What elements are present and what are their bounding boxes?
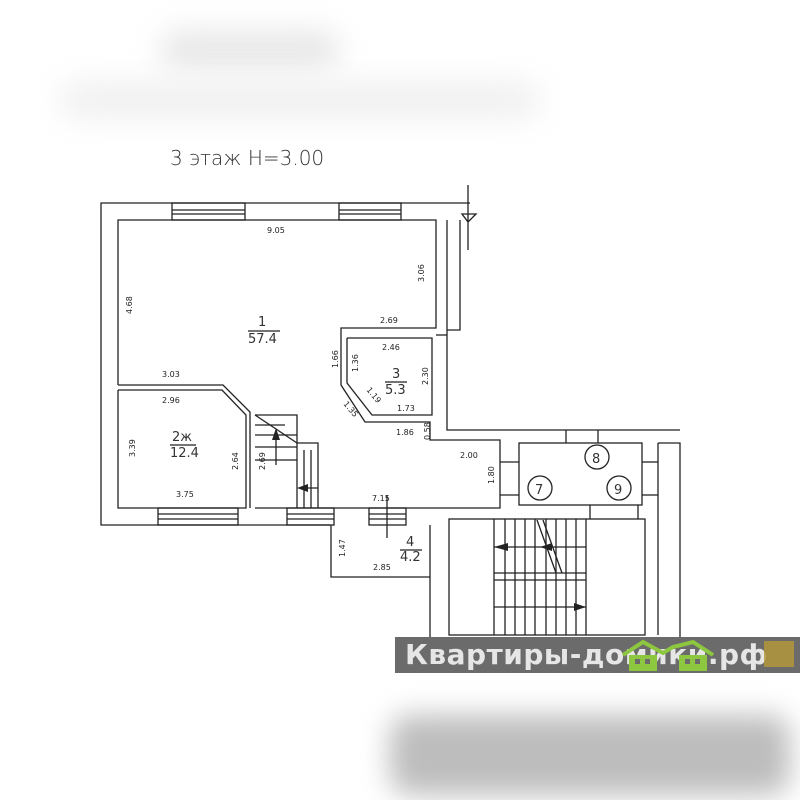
main-stair-steps: [493, 519, 587, 635]
plan-label: 8: [592, 452, 600, 467]
plan-line: [635, 659, 640, 664]
plan-label: 1.35: [341, 400, 359, 419]
blurred-area-bottom: [390, 715, 790, 795]
plan-label: 4.68: [125, 296, 134, 314]
plan-line: [118, 384, 251, 508]
plan-line: [645, 659, 650, 664]
plan-label: 7: [535, 483, 543, 498]
plan-label: 2.46: [382, 343, 400, 352]
plan-line: [447, 220, 461, 331]
plan-label: 3.03: [162, 370, 180, 379]
plan-label: 2.64: [231, 452, 240, 470]
plan-label: 3.06: [417, 264, 426, 282]
plan-label: 9.05: [267, 226, 285, 235]
marker-9: 9: [606, 475, 632, 501]
plan-line: [338, 202, 402, 221]
blurred-area-top: [160, 30, 340, 70]
marker-7: 7: [527, 475, 553, 501]
plan-line: [518, 442, 643, 506]
plan-line: [621, 639, 715, 657]
plan-label: 1.86: [396, 428, 414, 437]
plan-label: 4.2: [400, 550, 421, 565]
plan-line: [117, 219, 501, 509]
house-logo-icon: [621, 639, 715, 671]
plan-label: 1.19: [364, 386, 382, 405]
plan-label: 1.80: [487, 466, 496, 484]
plan-line: [297, 484, 308, 492]
plan-label: 9: [614, 483, 622, 498]
plan-line: [460, 185, 478, 250]
plan-label: 7.15: [372, 494, 390, 503]
plan-line: [540, 543, 552, 551]
plan-line: [448, 518, 646, 636]
floor-title: 3 этаж H=3.00: [170, 146, 324, 170]
brand-mark-icon: [764, 641, 794, 667]
plan-line: [679, 655, 707, 671]
plan-label: 3: [392, 367, 400, 382]
plan-line: [171, 202, 246, 221]
room-4-label: 44.2: [400, 535, 422, 565]
plan-label: 2.69: [258, 452, 267, 470]
plan-line: [272, 428, 280, 440]
plan-line: [574, 603, 586, 611]
plan-line: [606, 475, 632, 501]
plan-label: 1.47: [338, 539, 347, 557]
plan-label: 2.85: [373, 563, 391, 572]
plan-label: 2.69: [380, 316, 398, 325]
plan-line: [346, 337, 433, 416]
plan-label: 1.36: [351, 354, 360, 372]
room-3-label: 35.3: [385, 367, 407, 398]
plan-line: [695, 659, 700, 664]
plan-line: [584, 444, 610, 470]
plan-label: 2.96: [162, 396, 180, 405]
plan-line: [685, 659, 690, 664]
plan-label: 1.73: [397, 404, 415, 413]
plan-line: [446, 220, 680, 431]
walls: [100, 185, 681, 640]
plan-label: 12.4: [170, 446, 199, 461]
plan-line: [658, 442, 681, 640]
plan-line: [494, 543, 508, 551]
plan-line: [330, 525, 430, 578]
plan-line: [100, 202, 470, 526]
plan-label: 4: [406, 535, 414, 550]
watermark-banner: Квартиры-домики.рф: [395, 637, 800, 673]
plan-label: 3.39: [128, 439, 137, 457]
dimension-labels: 9.05 3.06 4.68 2.69 2.46 1.66 1.36 2.30 …: [125, 226, 496, 572]
plan-label: 0.58: [423, 422, 432, 440]
plan-label: 2ж: [172, 430, 192, 445]
plan-label: 2.00: [460, 451, 478, 460]
plan-line: [629, 655, 657, 671]
plan-label: 2.30: [421, 367, 430, 385]
plan-line: [527, 475, 553, 501]
plan-label: 3.75: [176, 490, 194, 499]
marker-8: 8: [584, 444, 610, 470]
plan-line: [117, 389, 247, 509]
room-1-label: 157.4: [248, 315, 280, 347]
plan-label: 1.66: [331, 350, 340, 368]
plan-line: [157, 507, 239, 526]
plan-label: 57.4: [248, 332, 277, 347]
plan-line: [286, 507, 335, 526]
blurred-area-top-2: [60, 80, 540, 120]
windows: [157, 202, 407, 526]
plan-label: 1: [258, 315, 266, 330]
plan-label: 5.3: [385, 383, 406, 398]
